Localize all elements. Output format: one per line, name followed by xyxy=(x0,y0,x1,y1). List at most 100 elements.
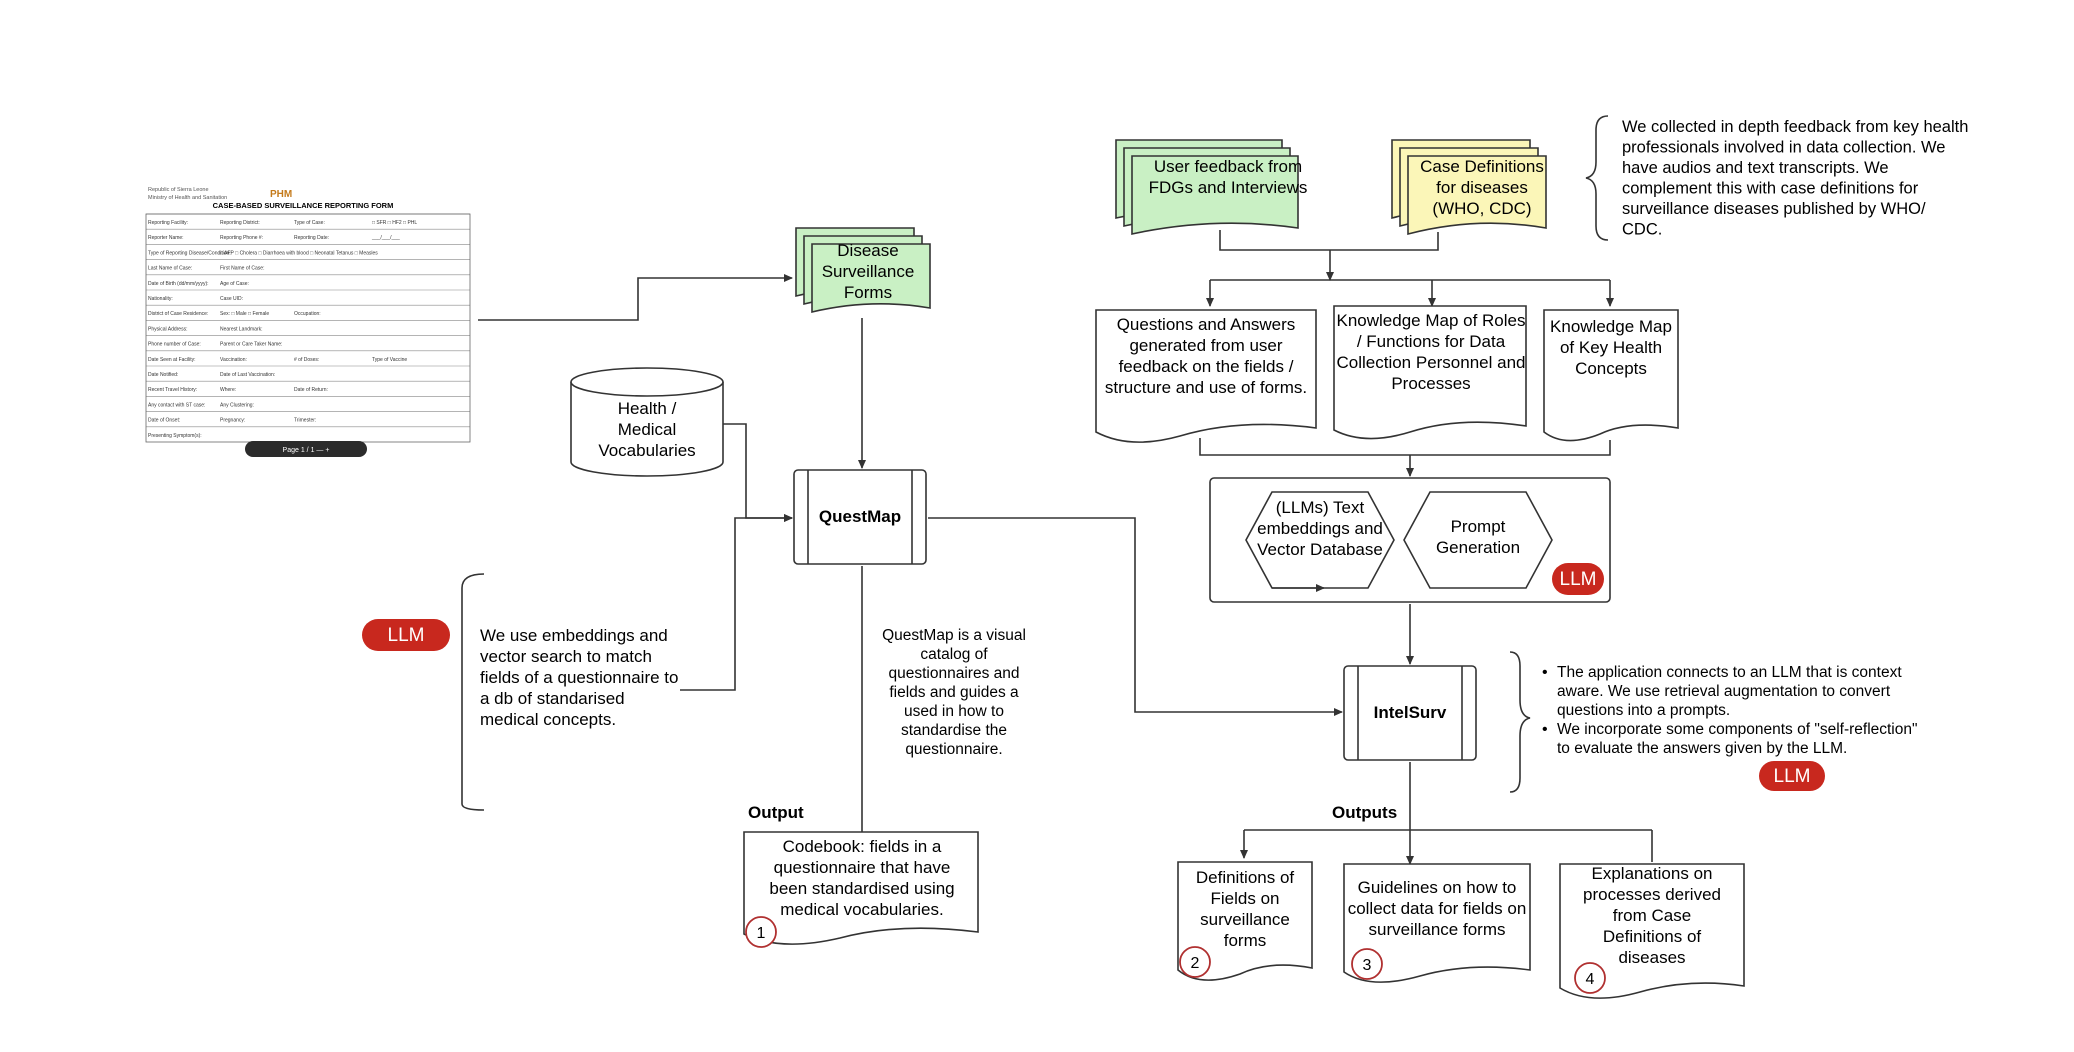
number-3-circle: 3 xyxy=(1351,948,1383,980)
form-cell: Sex: □ Male □ Female xyxy=(220,311,269,317)
llm-badge-intelsurv: LLM xyxy=(1759,761,1825,791)
form-header-line-2: Ministry of Health and Sanitation xyxy=(148,195,227,201)
form-cell: □ SFR □ HF2 □ PHL xyxy=(372,220,417,226)
knowledge-map-roles-label: Knowledge Map of Roles/ Functions for Da… xyxy=(1336,311,1525,393)
form-cell: Vaccination: xyxy=(220,357,247,363)
form-cell: First Name of Case: xyxy=(220,266,264,272)
form-cell: Date Seen at Facility: xyxy=(148,357,196,363)
form-cell: Reporting Facility: xyxy=(148,220,188,226)
form-cell: Presenting Symptom(s): xyxy=(148,433,202,439)
number-4-text: 4 xyxy=(1586,971,1595,988)
embeddings-note-brace xyxy=(461,573,485,811)
form-cell: Nearest Landmark: xyxy=(220,326,263,332)
form-cell: # of Doses: xyxy=(294,357,319,363)
form-cell: Reporting District: xyxy=(220,220,260,226)
questmap-process[interactable]: QuestMap xyxy=(793,469,927,565)
form-cell: Trimester: xyxy=(294,418,316,424)
form-header-line-1: Republic of Sierra Leone xyxy=(148,187,209,193)
form-cell: District of Case Residence: xyxy=(148,311,208,317)
form-title: CASE-BASED SURVEILLANCE REPORTING FORM xyxy=(213,201,394,210)
number-1-circle: 1 xyxy=(745,916,777,948)
form-logo: PHM xyxy=(270,189,292,200)
form-cell: Any Clustering: xyxy=(220,402,254,408)
form-cell: Date Notified: xyxy=(148,372,178,378)
feedback-note: We collected in depth feedback from key … xyxy=(1622,118,1968,239)
llm-badge-intelsurv-text: LLM xyxy=(1774,766,1811,787)
intelsurv-label: IntelSurv xyxy=(1374,703,1447,722)
intelsurv-note-item-1: The application connects to an LLM that … xyxy=(1557,664,1902,719)
form-cell: Any contact with ST case: xyxy=(148,402,205,408)
llm-badge-container: LLM xyxy=(1552,563,1604,595)
form-cell: Reporting Date: xyxy=(294,235,329,241)
form-cell: ___/___/___ xyxy=(371,235,400,241)
llm-badge-container-text: LLM xyxy=(1560,569,1597,590)
intelsurv-note-bullet-2: • xyxy=(1542,721,1548,738)
surveillance-form-image: Republic of Sierra Leone Ministry of Hea… xyxy=(128,180,478,462)
intelsurv-note-brace xyxy=(1509,651,1531,793)
form-cell: Nationality: xyxy=(148,296,173,302)
number-3-text: 3 xyxy=(1363,957,1372,974)
form-cell: Last Name of Case: xyxy=(148,266,192,272)
form-table: Reporting Facility: Reporting District: Ty… xyxy=(145,213,471,443)
questmap-label: QuestMap xyxy=(819,507,901,526)
form-cell: Date of Last Vaccination: xyxy=(220,372,275,378)
form-cell: Type of Case: xyxy=(294,220,325,226)
intelsurv-note-item-2: We incorporate some components of "self-… xyxy=(1557,721,1918,757)
form-cell: Occupation: xyxy=(294,311,321,317)
form-cell: Parent or Care Taker Name: xyxy=(220,342,282,348)
feedback-note-brace xyxy=(1585,115,1609,241)
number-2-text: 2 xyxy=(1191,955,1200,972)
knowledge-map-roles-doc[interactable]: Knowledge Map of Roles/ Functions for Da… xyxy=(1333,305,1527,440)
form-cell: Date of Birth (dd/mm/yyyy): xyxy=(148,281,209,287)
form-cell: Type of Reporting Disease/Condition: xyxy=(148,250,231,256)
connectors xyxy=(478,230,1653,865)
form-cell: Reporting Phone #: xyxy=(220,235,263,241)
number-1-text: 1 xyxy=(757,925,766,942)
form-cell: Phone number of Case: xyxy=(148,342,201,348)
form-cell: □ AFP □ Cholera □ Diarrhoea with blood □… xyxy=(220,250,378,256)
llm-badge-left: LLM xyxy=(362,619,450,651)
form-cell: Pregnancy: xyxy=(220,418,245,424)
intelsurv-process[interactable]: IntelSurv xyxy=(1343,665,1477,761)
form-cell: Physical Address: xyxy=(148,326,187,332)
number-4-circle: 4 xyxy=(1574,962,1606,994)
pdf-viewer-toolbar-text: Page 1 / 1 — + xyxy=(283,447,330,454)
pdf-viewer-toolbar[interactable]: Page 1 / 1 — + xyxy=(245,441,367,457)
intelsurv-note-bullet-1: • xyxy=(1542,664,1548,681)
form-cell: Age of Case: xyxy=(220,281,249,287)
form-cell: Case UID: xyxy=(220,296,243,302)
form-cell: Where: xyxy=(220,387,236,393)
form-cell: Date of Onset: xyxy=(148,418,180,424)
number-2-circle: 2 xyxy=(1179,946,1211,978)
form-cell: Recent Travel History: xyxy=(148,387,197,393)
form-cell: Type of Vaccine xyxy=(372,357,407,363)
form-cell: Reporter Name: xyxy=(148,235,184,241)
llm-badge-left-text: LLM xyxy=(388,625,425,646)
output-label: Output xyxy=(748,803,804,822)
